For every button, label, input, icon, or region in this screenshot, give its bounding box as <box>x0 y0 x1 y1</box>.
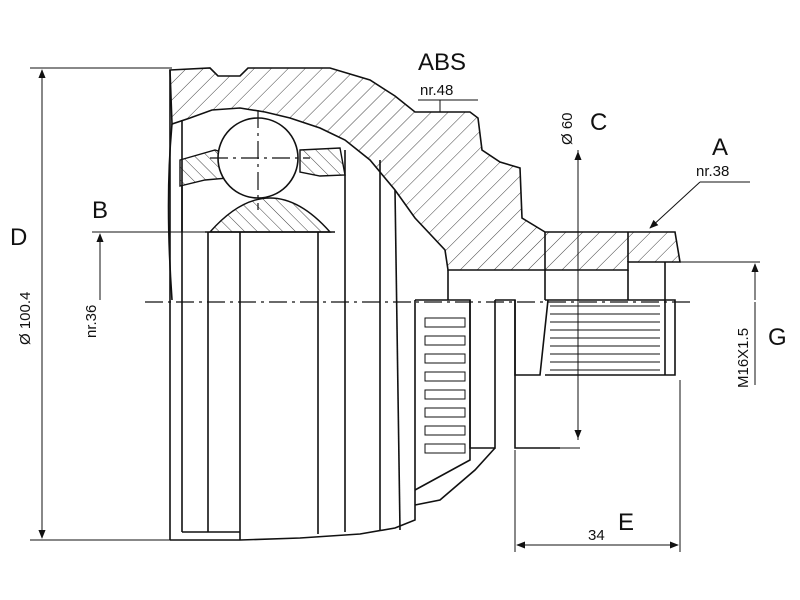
b-teeth-label: nr.36 <box>83 305 100 338</box>
abs-leader <box>418 99 478 112</box>
c-label: C <box>590 109 607 136</box>
c-diameter-label: Ø 60 <box>559 112 576 145</box>
abs-teeth <box>424 317 466 454</box>
abs-teeth-label: nr.48 <box>420 82 453 99</box>
a-leader <box>649 181 750 229</box>
dimension-e <box>514 380 681 552</box>
dimension-g <box>680 261 760 385</box>
dimension-d <box>30 67 172 541</box>
inner-race-section <box>208 197 332 233</box>
dimension-c <box>560 150 582 449</box>
a-label: A <box>712 134 728 161</box>
abs-label: ABS <box>418 49 466 76</box>
spline-teeth <box>550 305 660 371</box>
bell-body <box>167 70 449 541</box>
e-length-label: 34 <box>588 527 605 544</box>
e-label: E <box>618 509 634 536</box>
dimension-b <box>92 231 208 300</box>
g-label: G <box>768 324 787 351</box>
housing-section <box>169 67 681 271</box>
a-teeth-label: nr.38 <box>696 163 729 180</box>
d-diameter-label: Ø 100.4 <box>17 292 34 345</box>
abs-ring <box>414 299 560 506</box>
d-label: D <box>10 224 27 251</box>
b-label: B <box>92 197 108 224</box>
cage-section-right <box>299 147 346 177</box>
splined-shaft <box>544 232 676 376</box>
g-thread-label: M16X1.5 <box>735 328 752 388</box>
